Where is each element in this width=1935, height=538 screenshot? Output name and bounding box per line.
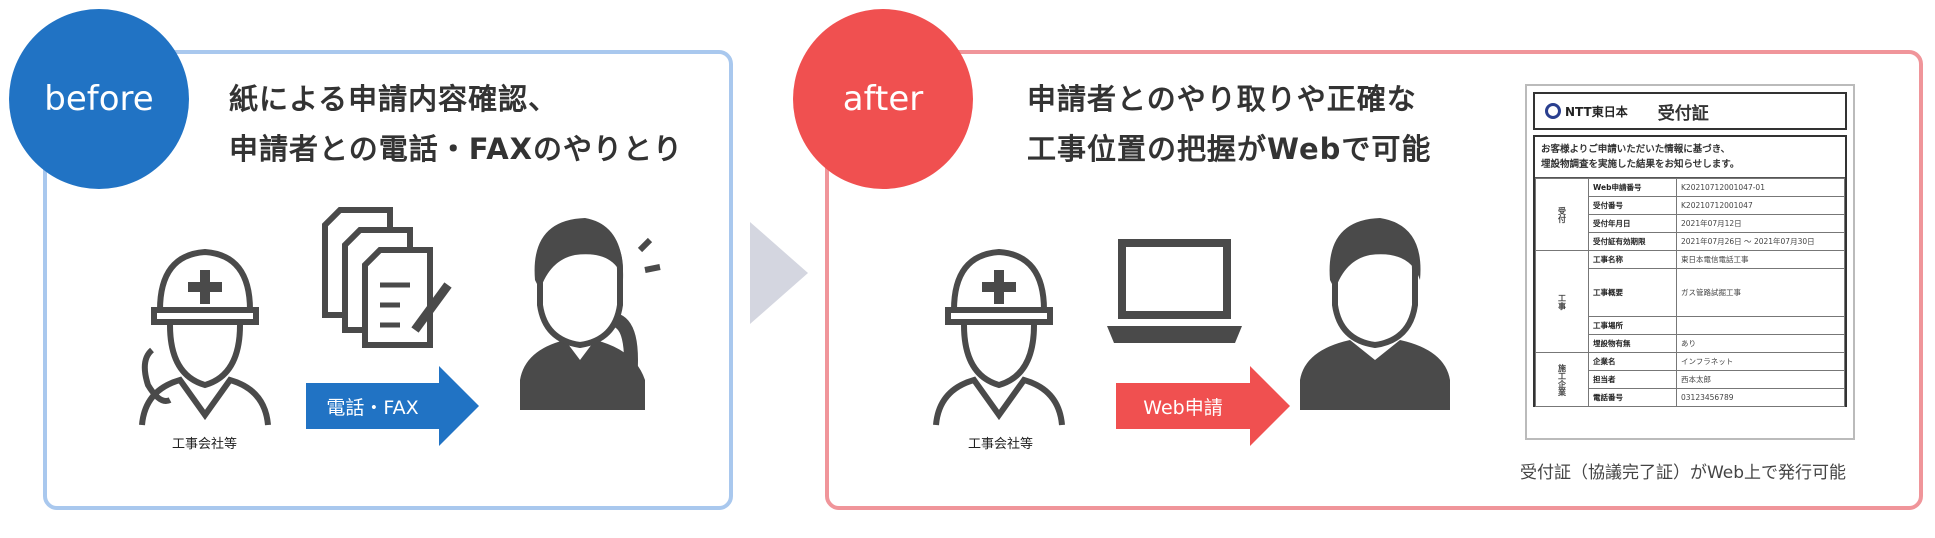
field-label: Web申請番号 (1588, 178, 1677, 197)
field-value: 2021年07月12日 (1676, 214, 1845, 233)
after-title-line2: 工事位置の把握がWebで可能 (1027, 132, 1432, 166)
field-value: 東日本電信電話工事 (1676, 250, 1845, 269)
before-panel (43, 50, 733, 510)
field-label: 担当者 (1588, 370, 1677, 389)
receipt-title: 受付証 (1657, 103, 1709, 124)
phone-fax-arrow: 電話・FAX (306, 366, 479, 446)
before-title: 紙による申請内容確認、 申請者との電話・FAXのやりとり (229, 74, 683, 174)
table-row: 工事概要ガス管路試掘工事 (1536, 268, 1845, 317)
field-label: 工事場所 (1588, 316, 1677, 335)
group-label: 受付 (1535, 178, 1589, 251)
field-value: 2021年07月26日 ～ 2021年07月30日 (1676, 232, 1845, 251)
group-label: 工事 (1535, 250, 1589, 353)
receipt-header: NTT東日本 受付証 (1533, 92, 1847, 130)
worker-icon (933, 248, 1065, 426)
after-worker-label: 工事会社等 (968, 437, 1034, 452)
table-row: 工事場所 (1536, 316, 1845, 335)
after-panel (825, 50, 1923, 510)
field-value (1676, 316, 1845, 335)
field-label: 受付年月日 (1588, 214, 1677, 233)
phone-fax-label: 電話・FAX (306, 383, 439, 429)
field-value: K20210712001047-01 (1676, 178, 1845, 197)
receipt-caption: 受付証（協議完了証）がWeb上で発行可能 (1520, 463, 1847, 483)
transition-chevron-icon (750, 222, 808, 324)
before-badge: before (9, 9, 189, 189)
before-title-line2: 申請者との電話・FAXのやりとり (229, 132, 683, 166)
table-row: 施工企業企業名インフラネット (1535, 352, 1845, 407)
field-value: ガス管路試掘工事 (1676, 268, 1845, 317)
table-row: 埋設物有無あり (1536, 334, 1845, 353)
staff-icon (1300, 218, 1450, 410)
field-label: 電話番号 (1588, 388, 1677, 407)
worker-phone-icon (139, 248, 271, 426)
field-value: あり (1676, 334, 1845, 353)
before-worker-label: 工事会社等 (172, 437, 238, 452)
field-label: 受付証有効期限 (1588, 232, 1677, 251)
web-application-label: Web申請 (1116, 383, 1250, 429)
staff-on-phone-icon (520, 218, 661, 410)
field-label: 工事概要 (1588, 268, 1677, 317)
field-value: 03123456789 (1676, 388, 1845, 407)
receipt-certificate-image: NTT東日本 受付証 お客様よりご申請いただいた情報に基づき、 埋設物調査を実施… (1525, 84, 1855, 440)
laptop-icon (1107, 239, 1242, 343)
field-label: 埋設物有無 (1588, 334, 1677, 353)
group-label: 施工企業 (1535, 352, 1589, 407)
before-title-line1: 紙による申請内容確認、 (229, 82, 559, 116)
table-row: 工事工事名称東日本電信電話工事 (1535, 250, 1845, 353)
field-value: 西本太郎 (1676, 370, 1845, 389)
after-title-line1: 申請者とのやり取りや正確な (1027, 82, 1417, 116)
receipt-message: お客様よりご申請いただいた情報に基づき、 埋設物調査を実施した結果をお知らせしま… (1535, 137, 1845, 178)
field-value: K20210712001047 (1676, 196, 1845, 215)
field-value: インフラネット (1676, 352, 1845, 371)
after-title: 申請者とのやり取りや正確な 工事位置の把握がWebで可能 (1027, 74, 1431, 174)
web-application-arrow: Web申請 (1116, 366, 1290, 446)
after-badge: after (793, 9, 973, 189)
ntt-logo: NTT東日本 (1545, 103, 1628, 120)
field-label: 企業名 (1588, 352, 1677, 371)
field-label: 受付番号 (1588, 196, 1677, 215)
documents-pencil-icon (322, 207, 452, 348)
field-label: 工事名称 (1588, 250, 1677, 269)
